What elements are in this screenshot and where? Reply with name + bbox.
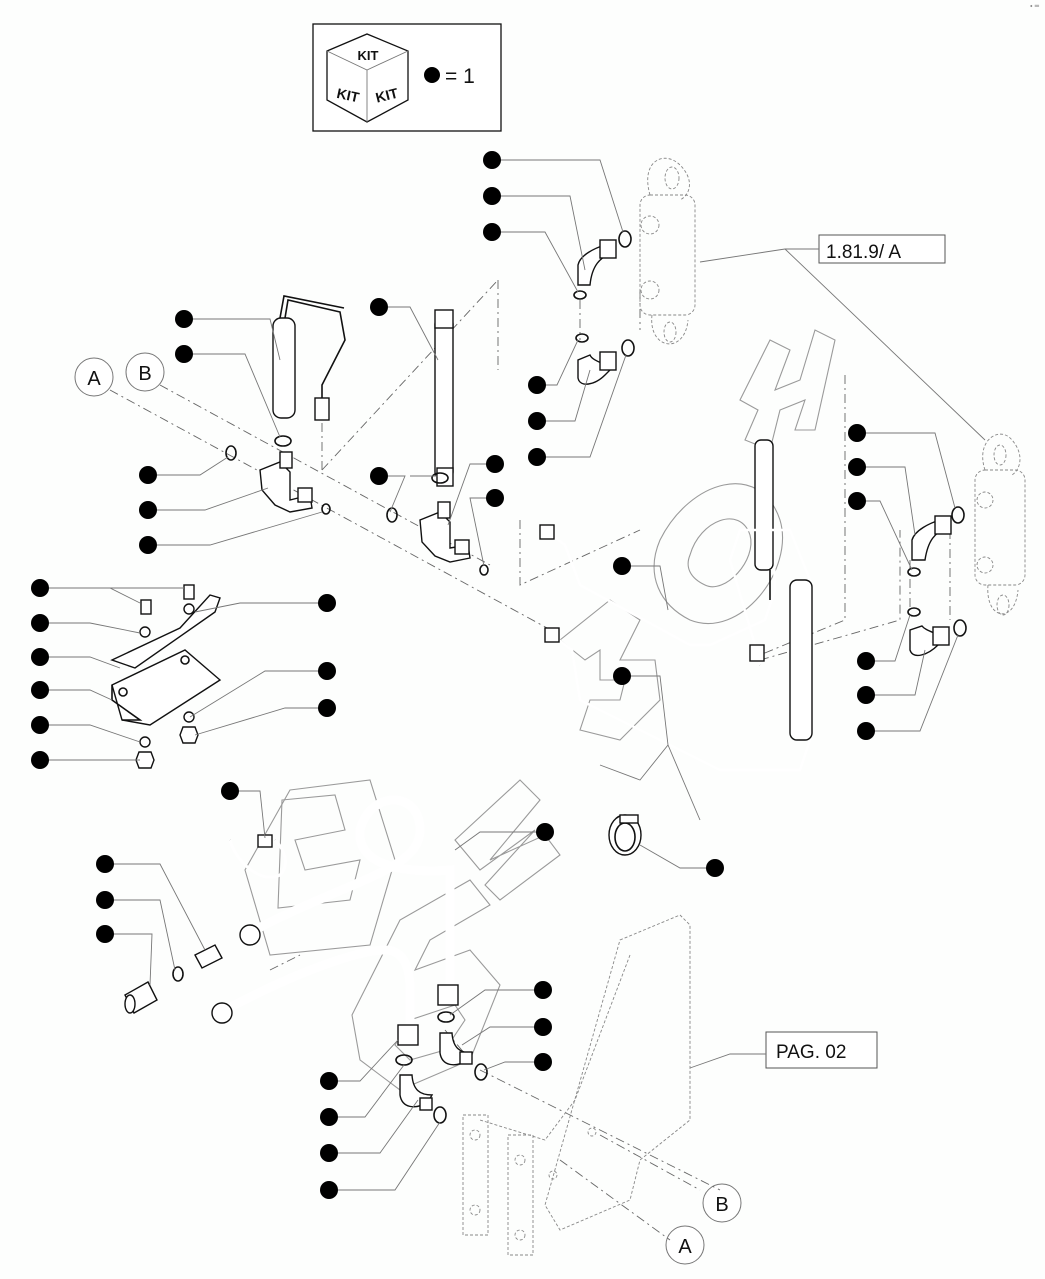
bracket-assembly[interactable]	[110, 584, 222, 769]
callout-dot-center-hose[interactable]	[370, 298, 388, 316]
callout-dot-right-cylinder-fittings[interactable]	[857, 722, 875, 740]
connector-b-top: B	[125, 352, 165, 392]
center-vertical-hose[interactable]	[434, 309, 454, 487]
svg-text:B: B	[138, 363, 151, 385]
callout-dot-lower-elbows[interactable]	[534, 981, 552, 999]
hydraulic-hose-upper[interactable]	[239, 795, 459, 1006]
right-pipe-upper[interactable]	[539, 439, 777, 647]
callout-dot-top-cylinder-fittings[interactable]	[483, 223, 501, 241]
kit-cube-icon	[326, 33, 409, 123]
center-tee-fitting[interactable]	[419, 501, 471, 563]
callout-dot-center-tee[interactable]	[370, 467, 388, 485]
right-cylinder-ghost	[974, 433, 1026, 616]
left-tee-fitting[interactable]	[259, 451, 313, 513]
quick-coupler[interactable]	[194, 944, 223, 969]
kit-left-label: KIT	[335, 85, 361, 105]
callout-dot-right-cylinder-fittings[interactable]	[857, 686, 875, 704]
callout-dot-center-tee[interactable]	[486, 455, 504, 473]
dust-cap[interactable]	[124, 981, 158, 1014]
upper-left-hose-pipe[interactable]	[272, 295, 346, 421]
top-lower-elbow[interactable]	[577, 351, 617, 385]
connector-b-bottom: B	[702, 1183, 742, 1223]
callout-dot-top-cylinder-fittings[interactable]	[528, 412, 546, 430]
cylinder-ref-leader	[699, 248, 819, 263]
callout-dot-bracket-assembly[interactable]	[318, 594, 336, 612]
callout-dot-upper-left-pipe[interactable]	[175, 345, 193, 363]
callout-dot-lower-elbows[interactable]	[534, 1018, 552, 1036]
callout-dot-coupler[interactable]	[96, 891, 114, 909]
page-reference[interactable]: PAG. 02	[765, 1031, 878, 1069]
callout-dot-top-cylinder-fittings[interactable]	[483, 151, 501, 169]
kit-top-label: KIT	[358, 48, 379, 63]
top-cylinder-ghost	[639, 157, 696, 345]
callout-dot-right-cylinder-fittings[interactable]	[848, 458, 866, 476]
callout-dot-bracket-assembly[interactable]	[31, 648, 49, 666]
legend-dot-icon	[424, 67, 440, 83]
cylinder-ref-leader-2	[784, 248, 986, 441]
callout-dot-bracket-assembly[interactable]	[31, 716, 49, 734]
leader-lines	[40, 159, 959, 1191]
right-pipe-lower[interactable]	[544, 528, 813, 772]
hose-clamp-left[interactable]	[228, 834, 287, 879]
callout-dot-clamp[interactable]	[221, 782, 239, 800]
lower-right-elbow[interactable]	[439, 1032, 474, 1066]
top-upper-elbow[interactable]	[577, 239, 617, 286]
callout-dot-lower-elbows[interactable]	[320, 1144, 338, 1162]
hose-clamp-right[interactable]	[608, 814, 642, 856]
callout-dot-center-tee[interactable]	[486, 489, 504, 507]
callout-dot-lower-elbows[interactable]	[320, 1072, 338, 1090]
connector-a-top: A	[74, 357, 114, 397]
callout-dot-left-tee[interactable]	[139, 536, 157, 554]
callout-dot-pipes[interactable]	[613, 667, 631, 685]
callout-dot-pipes[interactable]	[613, 557, 631, 575]
callout-dot-clamp[interactable]	[706, 859, 724, 877]
callout-dot-left-tee[interactable]	[139, 501, 157, 519]
corner-mark: ⬩ ═	[1030, 2, 1039, 10]
callout-dot-lower-elbows[interactable]	[320, 1181, 338, 1199]
hydraulic-hose-lower[interactable]	[211, 945, 419, 1046]
callout-dot-lower-elbows[interactable]	[534, 1053, 552, 1071]
cylinder-reference[interactable]: 1.81.9/ A	[818, 234, 946, 264]
callout-dot-bracket-assembly[interactable]	[318, 699, 336, 717]
callout-dot-top-cylinder-fittings[interactable]	[483, 187, 501, 205]
mounting-plate-ghost	[462, 914, 691, 1256]
callout-dot-bracket-assembly[interactable]	[31, 579, 49, 597]
callout-dot-hoses[interactable]	[536, 823, 554, 841]
svg-text:B: B	[715, 1194, 728, 1216]
legend-equals-label: = 1	[445, 65, 475, 88]
o-rings[interactable]	[172, 230, 967, 1124]
callout-dot-bracket-assembly[interactable]	[31, 751, 49, 769]
callout-dot-bracket-assembly[interactable]	[318, 662, 336, 680]
callout-dot-upper-left-pipe[interactable]	[175, 310, 193, 328]
callout-dot-lower-elbows[interactable]	[320, 1108, 338, 1126]
connector-a-bottom: A	[665, 1225, 705, 1265]
callout-dot-right-cylinder-fittings[interactable]	[848, 492, 866, 510]
cylinder-ref-label[interactable]: 1.81.9/ A	[826, 242, 901, 263]
right-lower-elbow[interactable]	[909, 625, 950, 657]
callout-dot-left-tee[interactable]	[139, 466, 157, 484]
callout-dot-coupler[interactable]	[96, 925, 114, 943]
callout-dots	[31, 151, 875, 1199]
callout-dot-bracket-assembly[interactable]	[31, 681, 49, 699]
callout-dot-right-cylinder-fittings[interactable]	[857, 652, 875, 670]
page-ref-label[interactable]: PAG. 02	[776, 1042, 846, 1063]
svg-text:A: A	[678, 1236, 692, 1258]
callout-dot-top-cylinder-fittings[interactable]	[528, 448, 546, 466]
lower-left-elbow[interactable]	[399, 1074, 434, 1111]
callout-dot-coupler[interactable]	[96, 855, 114, 873]
callout-dot-right-cylinder-fittings[interactable]	[848, 424, 866, 442]
right-upper-elbow[interactable]	[911, 515, 952, 561]
callout-dot-top-cylinder-fittings[interactable]	[528, 376, 546, 394]
svg-text:A: A	[87, 368, 101, 390]
kit-right-label: KIT	[374, 85, 400, 106]
callout-dot-bracket-assembly[interactable]	[31, 614, 49, 632]
kit-legend: KIT KIT KIT = 1	[312, 23, 502, 132]
page-ref-leader	[689, 1053, 766, 1069]
